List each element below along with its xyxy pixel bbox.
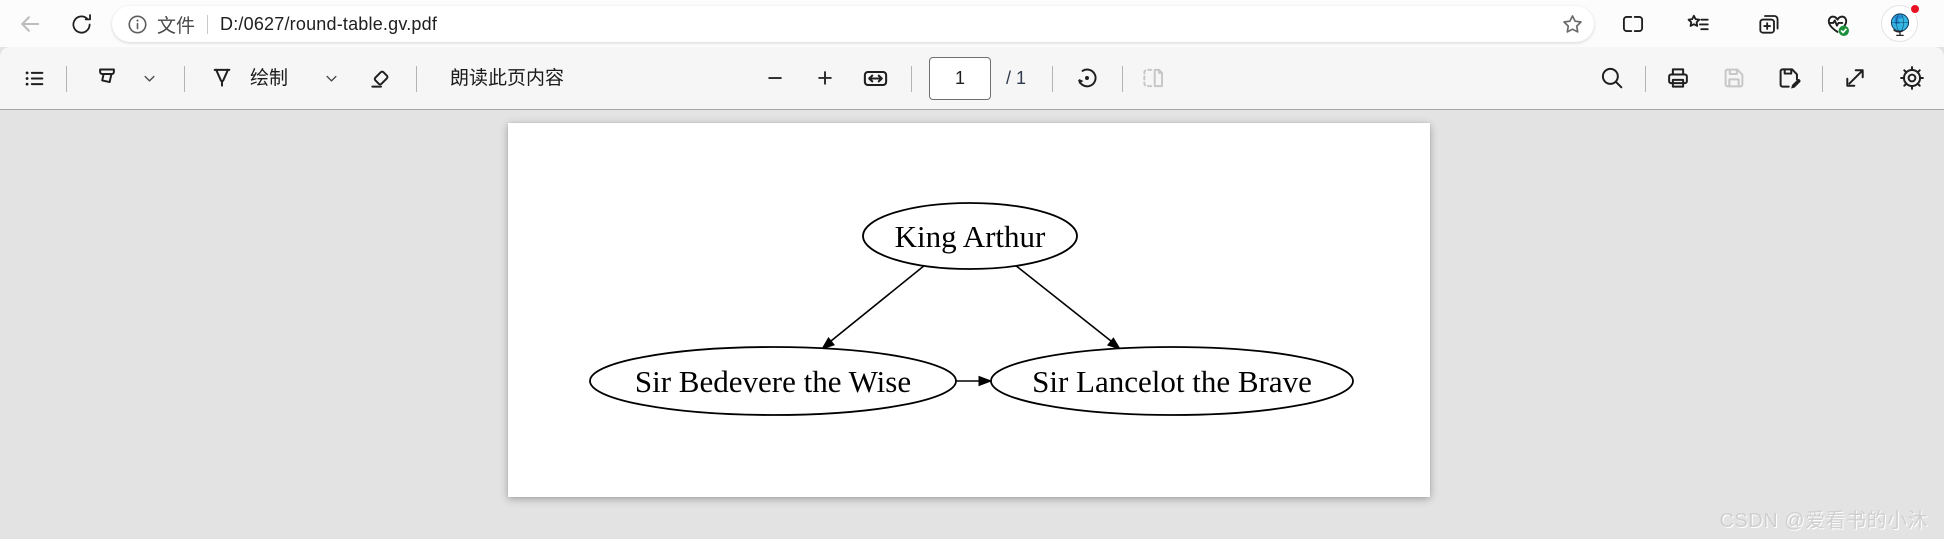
split-screen-icon (1622, 16, 1644, 32)
node-label-sir-bedevere: Sir Bedevere the Wise (635, 364, 911, 399)
table-of-contents-icon (25, 70, 43, 86)
erase-button[interactable] (364, 61, 398, 95)
save-icon (1724, 68, 1744, 88)
pen-icon (213, 68, 231, 87)
browser-toolbar: 文件 D:/0627/round-table.gv.pdf (0, 0, 1944, 47)
highlight-button[interactable] (90, 61, 124, 95)
graph-nodes (589, 202, 1354, 416)
browser-essentials-icon (1827, 15, 1849, 36)
fit-to-width-button[interactable] (858, 61, 892, 95)
print-icon (1668, 68, 1688, 88)
graph-arrowheads (820, 337, 1122, 387)
search-button[interactable] (1595, 61, 1629, 95)
settings-gear-icon (1900, 66, 1924, 90)
separator (1822, 66, 1823, 92)
zoom-out-button[interactable]: − (758, 61, 792, 95)
read-aloud-button[interactable]: 朗读此页内容 (450, 68, 565, 89)
zoom-in-glyph: + (817, 62, 833, 93)
fit-to-width-icon (863, 70, 887, 86)
split-screen-button[interactable] (1616, 7, 1650, 41)
page-view-button (1136, 61, 1170, 95)
add-favorite-button[interactable] (1556, 8, 1588, 40)
pdf-viewer: 绘制 朗读此页内容 − + / 1 (0, 47, 1944, 539)
address-url[interactable]: D:/0627/round-table.gv.pdf (220, 13, 438, 34)
back-button[interactable] (13, 7, 47, 41)
separator (1052, 66, 1053, 92)
watermark-text: CSDN @爱看书的小沐 (1719, 510, 1928, 532)
graph-node-labels: King Arthur Sir Bedevere the Wise Sir La… (635, 219, 1312, 399)
back-icon (21, 16, 40, 32)
pdf-toolbar: 绘制 朗读此页内容 − + / 1 (0, 47, 1944, 110)
arrowhead (1106, 337, 1122, 350)
node-sir-lancelot (990, 346, 1354, 416)
draw-button[interactable] (205, 61, 239, 95)
separator (416, 66, 417, 92)
separator (1122, 66, 1123, 92)
graph-edges (830, 264, 1112, 382)
notification-dot (1909, 3, 1921, 15)
save-as-button[interactable] (1772, 61, 1806, 95)
edge-arthur-lancelot (1014, 264, 1112, 342)
info-icon (128, 14, 147, 34)
highlight-options-button[interactable] (136, 61, 162, 95)
table-of-contents-button[interactable] (17, 61, 51, 95)
node-label-sir-lancelot: Sir Lancelot the Brave (1032, 364, 1312, 399)
separator (911, 66, 912, 92)
address-divider (207, 14, 209, 34)
zoom-in-button[interactable]: + (808, 61, 842, 95)
graphviz-diagram: King Arthur Sir Bedevere the Wise Sir La… (589, 202, 1354, 416)
draw-label[interactable]: 绘制 (250, 68, 289, 89)
highlighter-icon (99, 68, 115, 84)
chevron-down-icon (143, 75, 155, 82)
arrowhead (978, 375, 993, 387)
save-as-icon (1779, 68, 1801, 89)
settings-button[interactable] (1895, 61, 1929, 95)
node-label-king-arthur: King Arthur (895, 219, 1046, 254)
fullscreen-icon (1846, 69, 1864, 87)
draw-options-button[interactable] (318, 61, 344, 95)
collections-button[interactable] (1752, 7, 1786, 41)
favorites-button[interactable] (1681, 7, 1715, 41)
separator (66, 66, 67, 92)
zoom-out-glyph: − (767, 62, 783, 93)
node-king-arthur (862, 202, 1078, 270)
save-button (1717, 61, 1751, 95)
collections-icon (1759, 15, 1779, 34)
page-number-input[interactable] (929, 57, 991, 100)
profile-globe-avatar-icon (1890, 12, 1909, 36)
separator (184, 66, 185, 92)
page-total-label: / 1 (1006, 68, 1027, 88)
favorite-star-icon (1562, 14, 1582, 33)
refresh-button[interactable] (64, 7, 98, 41)
search-icon (1601, 67, 1623, 89)
rotate-icon (1078, 68, 1097, 88)
pdf-page: King Arthur Sir Bedevere the Wise Sir La… (508, 123, 1430, 497)
browser-essentials-button[interactable] (1820, 7, 1854, 41)
arrowhead (820, 337, 835, 350)
edge-arthur-bedevere (830, 264, 926, 342)
favorites-hub-icon (1687, 14, 1709, 31)
address-protocol-label: 文件 (157, 15, 196, 37)
node-sir-bedevere (589, 346, 957, 416)
refresh-icon (71, 13, 91, 33)
eraser-icon (371, 70, 389, 88)
print-button[interactable] (1661, 61, 1695, 95)
rotate-button[interactable] (1070, 61, 1104, 95)
chevron-down-icon (325, 75, 337, 82)
fullscreen-button[interactable] (1838, 61, 1872, 95)
address-bar[interactable]: 文件 D:/0627/round-table.gv.pdf (112, 6, 1594, 42)
separator (1645, 66, 1646, 92)
page-view-icon (1143, 68, 1163, 88)
